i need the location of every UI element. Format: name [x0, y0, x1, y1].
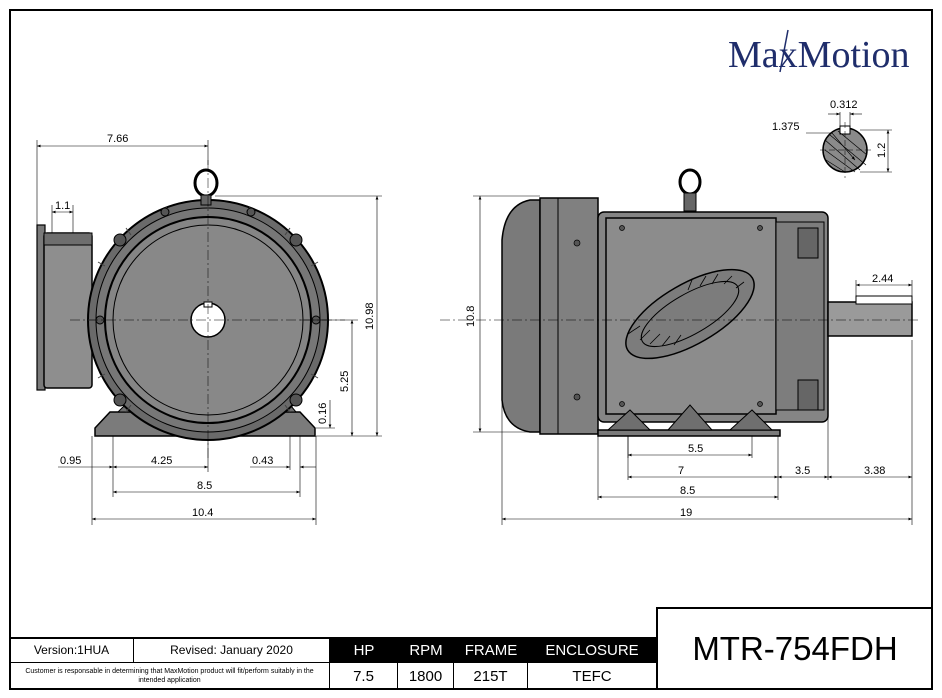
enclosure-header: ENCLOSURE: [528, 638, 656, 663]
dim-front-width-a: 7.66: [107, 133, 128, 145]
dim-side-overall-length: 19: [680, 507, 692, 519]
frame-header: FRAME: [454, 638, 528, 663]
frame-value: 215T: [454, 663, 528, 689]
dim-side-hole-span: 5.5: [688, 443, 703, 455]
sheet-border: [9, 9, 933, 690]
dim-front-height-center: 5.25: [339, 371, 351, 392]
dim-side-shaft-extension: 3.38: [864, 465, 885, 477]
front-conduit-box: [43, 232, 93, 389]
dim-front-base-total: 10.4: [192, 507, 213, 519]
side-shaft: [827, 301, 913, 337]
dim-side-base-span: 7: [678, 465, 684, 477]
hp-value: 7.5: [330, 663, 398, 689]
side-view: 10.8 2.44 5.5 7 3.5 3.38 8.5 19: [440, 168, 920, 525]
shaft-detail: 0.312 1.375 1.2: [772, 99, 892, 178]
dim-side-shaft-offset: 3.5: [795, 465, 810, 477]
side-rear-bell: [539, 197, 599, 435]
front-bolts: [95, 207, 321, 407]
brand-logo: MaxMotion: [728, 29, 910, 76]
dim-front-left-offset: 0.95: [60, 455, 81, 467]
enclosure-value: TEFC: [572, 667, 612, 685]
dim-shaft-diameter: 1.375: [772, 121, 800, 133]
side-fan-cover: [501, 199, 541, 433]
side-nameplate: [625, 268, 755, 360]
dim-side-base-total: 8.5: [680, 485, 695, 497]
disclaimer-text: Customer is responsable in determining t…: [10, 663, 330, 689]
dim-key-height: 1.2: [876, 143, 888, 158]
front-view: 7.66 1.1 10.98 5.25 0.16 0.95 4.25 0.43 …: [36, 133, 382, 525]
front-lifting-eye: [193, 168, 219, 206]
side-shaft-key: [855, 295, 913, 305]
revised-label: Revised: January 2020: [134, 638, 330, 663]
dim-side-height: 10.8: [465, 306, 477, 327]
dim-side-shaft-length: 2.44: [872, 273, 893, 285]
dim-front-half-base: 4.25: [151, 455, 172, 467]
dim-key-width: 0.312: [830, 99, 858, 111]
dim-front-foot-thickness: 0.16: [317, 403, 329, 424]
dim-front-base-holes: 8.5: [197, 480, 212, 492]
brand-logo-text: MaxMotion: [728, 34, 910, 76]
side-lifting-eye: [678, 168, 702, 212]
model-number: MTR-754FDH: [656, 607, 932, 689]
rpm-header: RPM: [398, 638, 454, 663]
dim-front-width-b: 1.1: [55, 200, 70, 212]
rpm-value: 1800: [398, 663, 454, 689]
side-base: [597, 429, 781, 437]
version-label: Version:1HUA: [10, 638, 134, 663]
dim-front-foot-hole: 0.43: [252, 455, 273, 467]
hp-header: HP: [330, 638, 398, 663]
dim-front-height-total: 10.98: [364, 302, 376, 330]
logo-swoosh: [779, 29, 789, 73]
